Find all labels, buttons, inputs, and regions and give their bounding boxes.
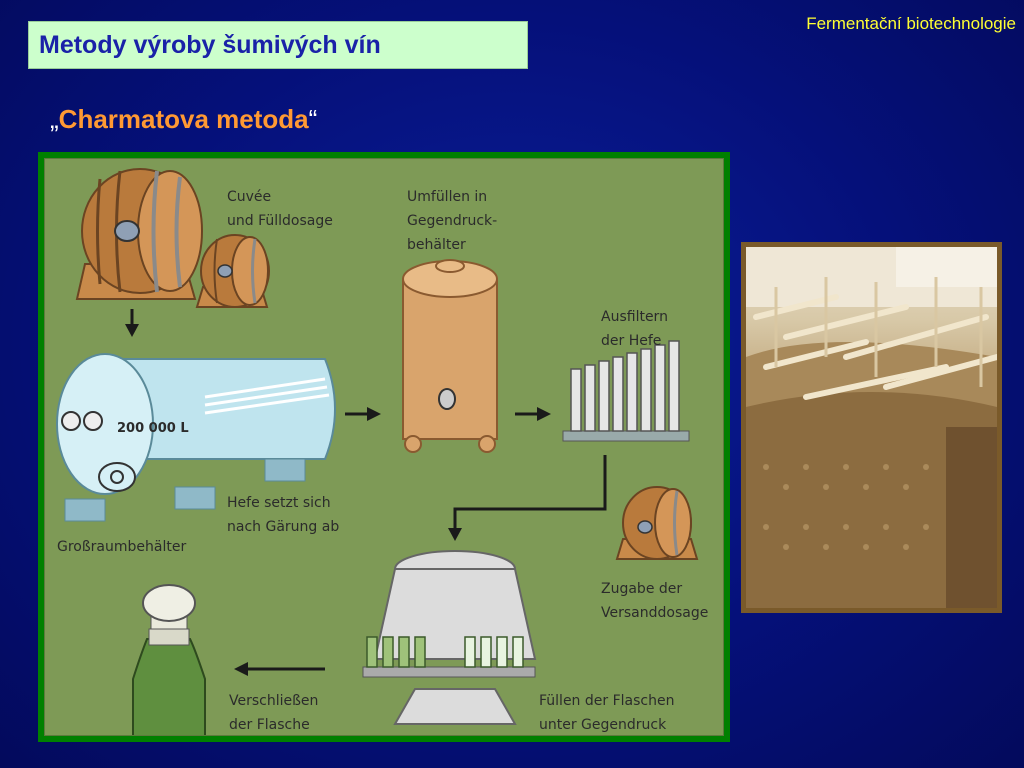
label-zugabe-1: Zugabe der <box>601 581 683 597</box>
label-hefe-2: nach Gärung ab <box>227 519 340 535</box>
bottle-cork-icon <box>132 584 206 735</box>
photo-frame <box>741 242 1002 613</box>
fermentation-tanks-photo <box>746 247 997 608</box>
dosage-barrel-icon <box>615 486 699 560</box>
small-barrel-icon <box>195 234 270 308</box>
label-umfuellen-2: Gegendruck- <box>407 213 498 229</box>
large-barrel-icon <box>75 168 203 300</box>
label-tank-volume: 200 000 L <box>117 421 189 436</box>
label-verschliessen-1: Verschließen <box>229 693 319 709</box>
label-ausfiltern-2: der Hefe <box>601 333 662 349</box>
diagram-frame: Cuvée und Fülldosage Umfüllen in Gegendr… <box>38 152 730 742</box>
slide-subtitle: „Charmatova metoda“ <box>50 104 317 135</box>
label-fuellen-1: Füllen der Flaschen <box>539 693 675 709</box>
label-verschliessen-2: der Flasche <box>229 717 310 733</box>
header-label: Fermentační biotechnologie <box>806 14 1016 33</box>
label-umfuellen-3: behälter <box>407 237 466 253</box>
label-fuellen-2: unter Gegendruck <box>539 717 667 733</box>
slide-title: Metody výroby šumivých vín <box>39 30 381 59</box>
subtitle-text: Charmatova metoda <box>58 104 309 134</box>
subtitle-close-quote: “ <box>308 104 318 134</box>
large-tank-icon <box>56 353 336 522</box>
label-cuvee-1: Cuvée <box>227 189 272 205</box>
diagram-drawing <box>56 168 699 735</box>
label-zugabe-2: Versanddosage <box>601 605 709 621</box>
label-ausfiltern-1: Ausfiltern <box>601 309 668 325</box>
pressure-tank-icon <box>402 259 498 453</box>
filter-icon <box>562 340 690 442</box>
label-cuvee-2: und Fülldosage <box>227 213 333 229</box>
subtitle-open-quote: „ <box>50 104 59 134</box>
label-hefe-1: Hefe setzt sich <box>227 495 331 511</box>
label-umfuellen-1: Umfüllen in <box>407 189 488 205</box>
label-grossraum: Großraumbehälter <box>57 539 187 555</box>
filling-machine-icon <box>362 550 537 725</box>
tanks-photo-drawing <box>746 247 997 608</box>
charmat-process-diagram: Cuvée und Fülldosage Umfüllen in Gegendr… <box>44 158 724 736</box>
slide-title-box: Metody výroby šumivých vín <box>28 21 528 69</box>
arrow-elbow <box>453 455 607 531</box>
